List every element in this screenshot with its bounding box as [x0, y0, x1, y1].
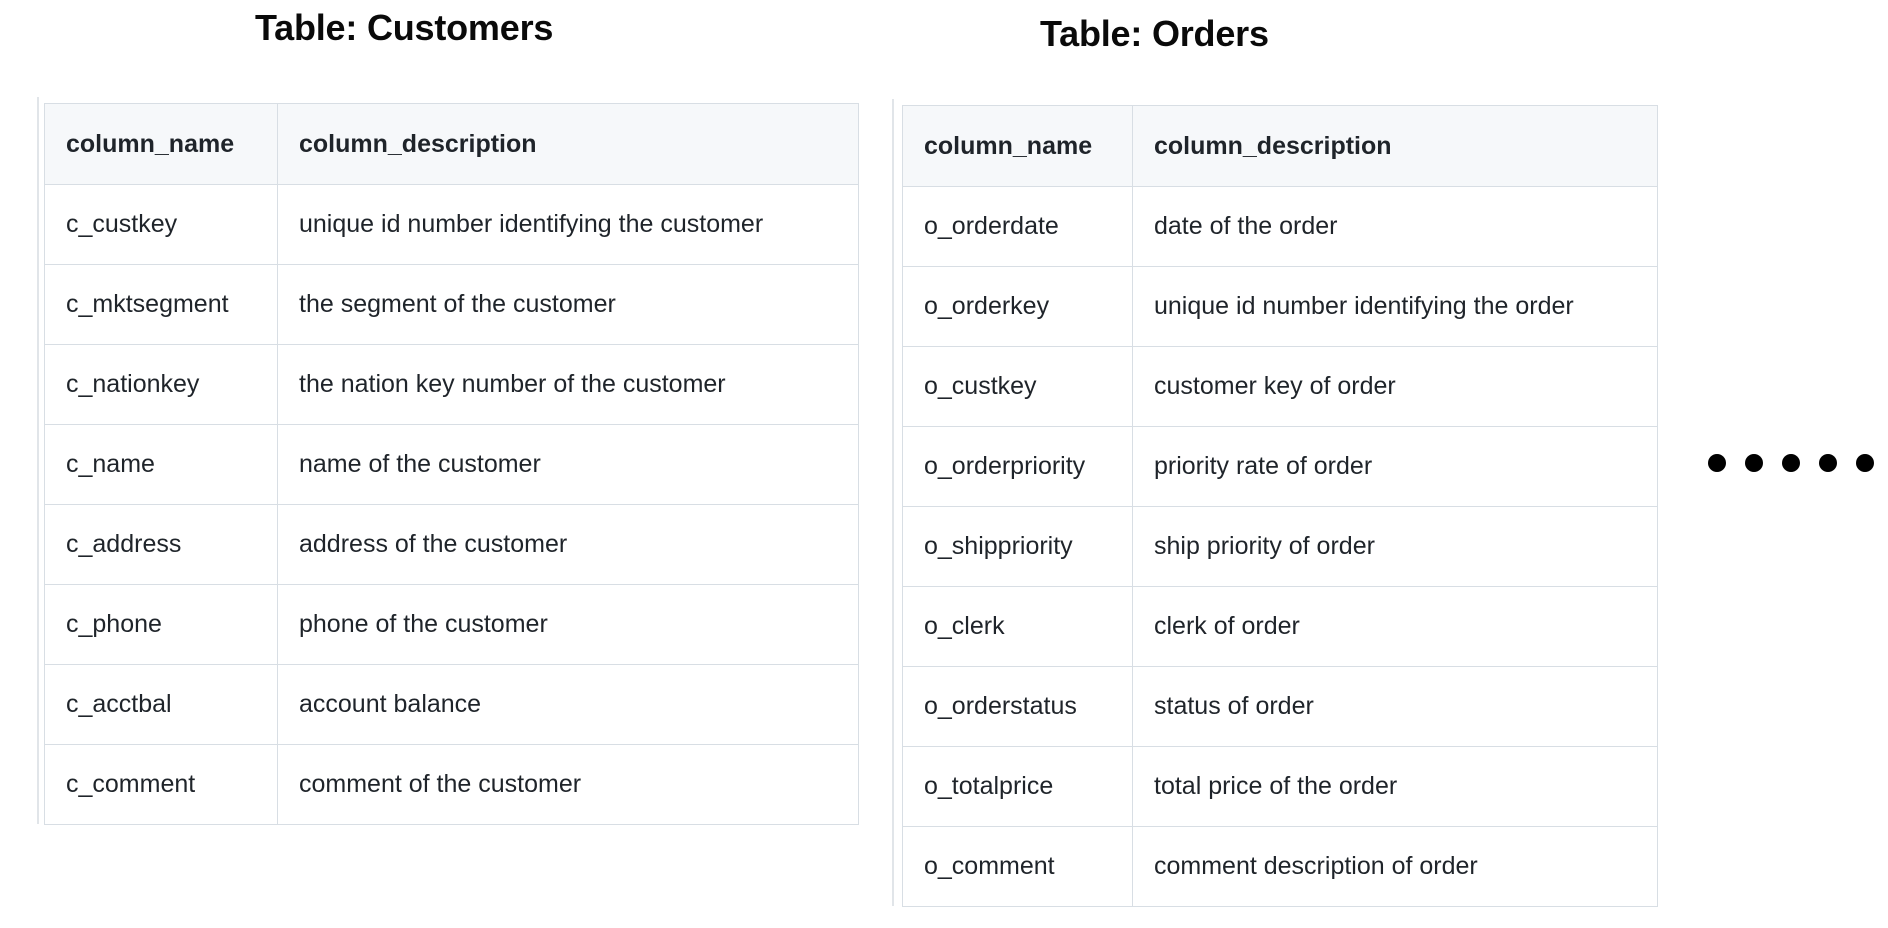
- ellipsis-dot: [1708, 454, 1726, 472]
- customers-header-row: column_name column_description: [44, 103, 859, 185]
- column-description-cell: account balance: [277, 664, 859, 745]
- column-description-header: column_description: [1132, 105, 1658, 187]
- column-description-cell: the segment of the customer: [277, 264, 859, 345]
- column-description-cell: phone of the customer: [277, 584, 859, 665]
- column-name-cell: o_orderpriority: [902, 426, 1133, 507]
- column-name-cell: o_custkey: [902, 346, 1133, 427]
- column-description-cell: name of the customer: [277, 424, 859, 505]
- column-name-header: column_name: [44, 103, 278, 185]
- column-description-cell: total price of the order: [1132, 746, 1658, 827]
- column-description-cell: priority rate of order: [1132, 426, 1658, 507]
- column-name-cell: o_comment: [902, 826, 1133, 907]
- column-description-cell: unique id number identifying the order: [1132, 266, 1658, 347]
- column-description-cell: comment description of order: [1132, 826, 1658, 907]
- column-name-cell: o_shippriority: [902, 506, 1133, 587]
- column-description-header: column_description: [277, 103, 859, 185]
- customers-table: column_name column_description c_custkey…: [44, 103, 859, 825]
- column-description-cell: unique id number identifying the custome…: [277, 184, 859, 265]
- ellipsis-dot: [1782, 454, 1800, 472]
- column-description-cell: customer key of order: [1132, 346, 1658, 427]
- column-name-cell: c_address: [44, 504, 278, 585]
- column-description-cell: comment of the customer: [277, 744, 859, 825]
- column-description-cell: the nation key number of the customer: [277, 344, 859, 425]
- column-name-cell: c_mktsegment: [44, 264, 278, 345]
- orders-table-title: Table: Orders: [1040, 13, 1269, 54]
- column-name-cell: o_clerk: [902, 586, 1133, 667]
- column-description-cell: address of the customer: [277, 504, 859, 585]
- column-name-cell: o_orderdate: [902, 186, 1133, 267]
- orders-table-scroll-edge: [892, 99, 894, 906]
- column-description-cell: status of order: [1132, 666, 1658, 747]
- ellipsis-dot: [1745, 454, 1763, 472]
- orders-header-row: column_name column_description: [902, 105, 1658, 187]
- column-name-cell: o_orderkey: [902, 266, 1133, 347]
- customers-table-title: Table: Customers: [255, 7, 554, 48]
- column-description-cell: clerk of order: [1132, 586, 1658, 667]
- orders-table: column_name column_description o_orderda…: [902, 105, 1658, 907]
- column-description-cell: ship priority of order: [1132, 506, 1658, 587]
- column-name-cell: c_acctbal: [44, 664, 278, 745]
- column-name-cell: c_comment: [44, 744, 278, 825]
- column-name-cell: c_nationkey: [44, 344, 278, 425]
- column-name-cell: c_name: [44, 424, 278, 505]
- column-name-header: column_name: [902, 105, 1133, 187]
- column-name-cell: o_orderstatus: [902, 666, 1133, 747]
- ellipsis-dot: [1819, 454, 1837, 472]
- more-tables-ellipsis: [1708, 454, 1874, 472]
- column-name-cell: c_phone: [44, 584, 278, 665]
- column-name-cell: o_totalprice: [902, 746, 1133, 827]
- column-description-cell: date of the order: [1132, 186, 1658, 267]
- column-name-cell: c_custkey: [44, 184, 278, 265]
- ellipsis-dot: [1856, 454, 1874, 472]
- customers-table-scroll-edge: [37, 97, 39, 824]
